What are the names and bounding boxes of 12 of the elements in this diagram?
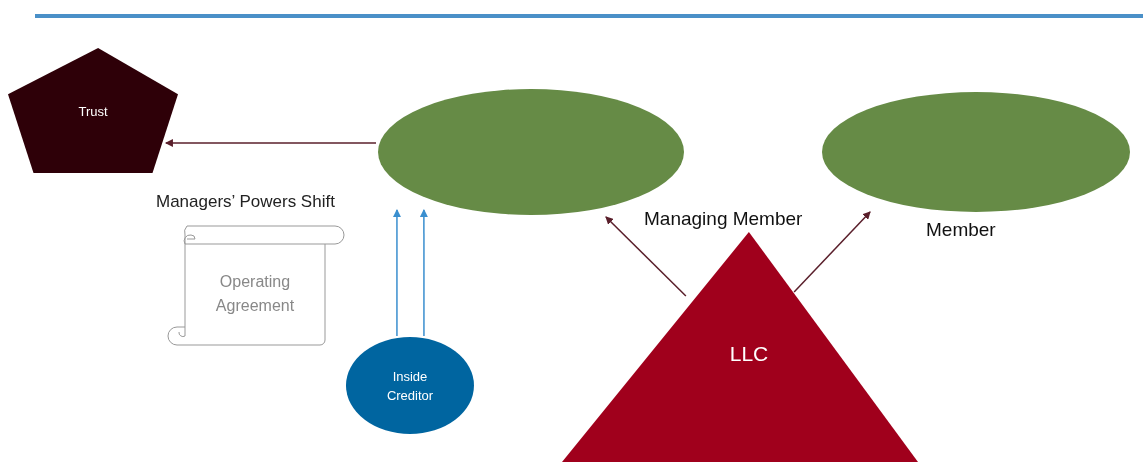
arrow bbox=[419, 208, 428, 337]
node-label: Operating Agreement bbox=[215, 273, 295, 314]
caption-text: Managers’ Powers Shift bbox=[156, 191, 335, 213]
arrow bbox=[605, 216, 687, 297]
node-label: Inside Creditor bbox=[385, 367, 435, 405]
node-label: Trust bbox=[78, 103, 108, 121]
node-label: LLC bbox=[729, 341, 769, 367]
arrow bbox=[164, 139, 377, 147]
node-label: Member bbox=[926, 218, 996, 242]
arrow bbox=[392, 208, 401, 337]
arrow bbox=[793, 211, 871, 293]
node-label: Managing Member bbox=[644, 207, 803, 231]
